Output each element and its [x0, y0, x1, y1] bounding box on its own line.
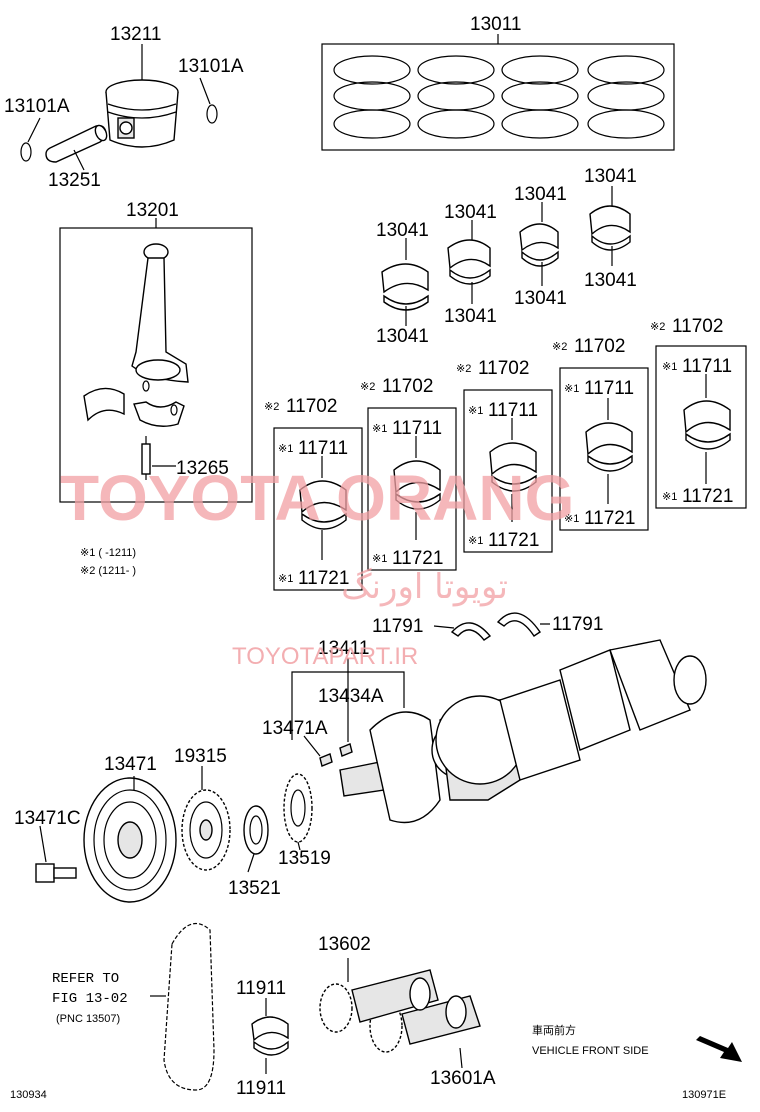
front-direction-arrow-icon	[696, 1036, 742, 1062]
label-11721-d: 11721	[584, 508, 635, 529]
mark-2-d: ※2	[552, 341, 567, 353]
mark-2-c: ※2	[456, 363, 471, 375]
label-13101A-right: 13101A	[178, 56, 244, 77]
main-bearings-drawing	[299, 400, 731, 530]
label-11911-bottom: 11911	[236, 1078, 286, 1099]
refer-line-1: REFER TO	[52, 971, 119, 987]
label-13602: 13602	[318, 934, 371, 955]
label-13601A: 13601A	[430, 1068, 496, 1089]
label-11791-right: 11791	[552, 614, 603, 635]
piston-pin-drawing	[45, 124, 108, 163]
watermark-site: TOYOTAPART.IR	[232, 643, 418, 670]
label-11721-c: 11721	[488, 530, 539, 551]
label-13411: 13411	[318, 638, 369, 659]
refer-line-3: (PNC 13507)	[56, 1013, 120, 1025]
label-13041-d: 13041	[444, 306, 497, 327]
label-13011: 13011	[470, 14, 521, 35]
mark-1-h: ※1	[468, 535, 483, 547]
label-11702-b: 11702	[382, 376, 433, 397]
label-11721-e: 11721	[682, 486, 733, 507]
figure-code-right: 130971E	[682, 1089, 726, 1101]
mark-1-d: ※1	[564, 383, 579, 395]
label-11711-e: 11711	[682, 356, 732, 377]
figure-code-left: 130934	[10, 1089, 47, 1101]
mark-1-c: ※1	[468, 405, 483, 417]
label-13471C: 13471C	[14, 808, 81, 829]
main-bearing-box-1	[273, 427, 363, 591]
mark-2-b: ※2	[360, 381, 375, 393]
connecting-rod-drawing	[83, 243, 189, 480]
keys-drawing	[319, 743, 353, 767]
mark-1-b: ※1	[372, 423, 387, 435]
bearing-11911-drawing	[251, 1016, 289, 1056]
mark-1-f: ※1	[278, 573, 293, 585]
main-bearing-box-2	[367, 407, 457, 571]
crankshaft-drawing	[339, 639, 707, 824]
label-11702-c: 11702	[478, 358, 529, 379]
label-11791-left: 11791	[372, 616, 423, 637]
label-13101A-left: 13101A	[4, 96, 70, 117]
label-11911-top: 11911	[236, 978, 286, 999]
label-13041-e: 13041	[514, 184, 567, 205]
label-13521: 13521	[228, 878, 281, 899]
snap-ring-drawing	[20, 104, 218, 162]
label-13251: 13251	[48, 170, 101, 191]
label-13041-g: 13041	[584, 166, 637, 187]
timing-chain-drawing	[163, 922, 215, 1091]
label-13041-c: 13041	[444, 202, 497, 223]
sprocket-19315-drawing	[181, 789, 231, 871]
mark-1-i: ※1	[564, 513, 579, 525]
label-11711-a: 11711	[298, 438, 348, 459]
sprocket-13519-drawing	[283, 773, 313, 843]
watermark-brand: TOYOTA ORANG	[60, 462, 574, 534]
main-bearing-box-3	[463, 389, 553, 553]
label-11711-b: 11711	[392, 418, 442, 439]
camshaft-drawing	[319, 969, 481, 1053]
label-11702-e: 11702	[672, 316, 723, 337]
main-bearing-box-5	[655, 345, 747, 509]
label-11702-d: 11702	[574, 336, 625, 357]
label-13471: 13471	[104, 754, 157, 775]
label-11711-d: 11711	[584, 378, 634, 399]
refer-line-2: FIG 13-02	[52, 991, 128, 1007]
main-bearing-box-4	[559, 367, 649, 531]
label-11721-a: 11721	[298, 568, 349, 589]
mark-1-g: ※1	[372, 553, 387, 565]
label-13041-b: 13041	[376, 326, 429, 347]
label-11702-a: 11702	[286, 396, 337, 417]
label-13211: 13211	[110, 24, 161, 45]
label-11711-c: 11711	[488, 400, 538, 421]
note-mark-2: ※2 (1211- )	[80, 565, 136, 577]
label-13434A: 13434A	[318, 686, 384, 707]
label-13041-a: 13041	[376, 220, 429, 241]
sprocket-13521-drawing	[243, 805, 269, 855]
pulley-bolt-drawing	[35, 863, 77, 883]
mark-1-e: ※1	[662, 361, 677, 373]
label-13471A: 13471A	[262, 718, 328, 739]
note-mark-1: ※1 ( -1211)	[80, 547, 136, 559]
label-13041-f: 13041	[514, 288, 567, 309]
front-side-en: VEHICLE FRONT SIDE	[532, 1045, 649, 1057]
watermark-farsi: تویوتا اورنگ	[341, 567, 508, 607]
label-13519: 13519	[278, 848, 331, 869]
mark-2-e: ※2	[650, 321, 665, 333]
front-side-jp: 車両前方	[532, 1023, 576, 1037]
label-13201: 13201	[126, 200, 179, 221]
piston-drawing	[105, 79, 179, 148]
label-11721-b: 11721	[392, 548, 443, 569]
conrod-bearings-drawing	[381, 205, 631, 311]
label-19315: 19315	[174, 746, 227, 767]
label-13041-h: 13041	[584, 270, 637, 291]
thrust-washers-drawing	[450, 612, 541, 641]
crank-pulley-drawing	[83, 777, 177, 903]
mark-2-a: ※2	[264, 401, 279, 413]
label-13265: 13265	[176, 458, 229, 479]
mark-1-a: ※1	[278, 443, 293, 455]
mark-1-j: ※1	[662, 491, 677, 503]
piston-rings-drawing	[333, 55, 665, 139]
ring-set-box	[321, 43, 675, 151]
